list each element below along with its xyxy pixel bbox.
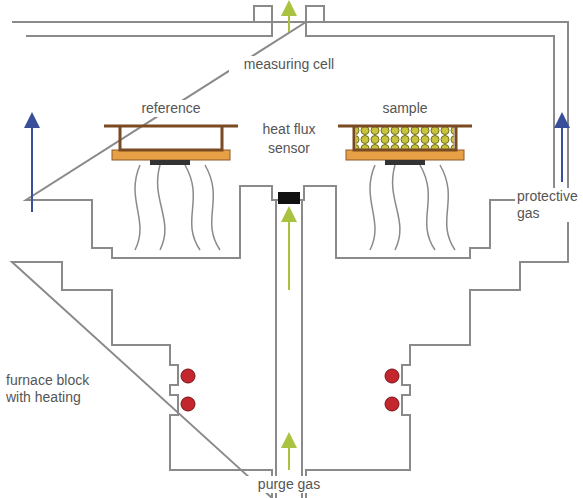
pan-label: reference (126, 100, 216, 117)
pan-label: sample (365, 100, 445, 117)
reference-pan (104, 126, 238, 165)
pan-supports (135, 165, 455, 250)
housing-outline (12, 6, 568, 498)
heating-coils (181, 369, 399, 411)
gas-label: protective gas (515, 188, 581, 222)
purge-inlet-block (278, 192, 300, 204)
furnace-label: furnace block with heating (4, 372, 114, 406)
purge-channel (276, 200, 302, 498)
sample-pan (338, 126, 472, 165)
sensor-label: heat flux sensor (258, 120, 320, 158)
cell-label: measuring cell (229, 56, 349, 73)
gas-label: purge gas (244, 476, 334, 493)
